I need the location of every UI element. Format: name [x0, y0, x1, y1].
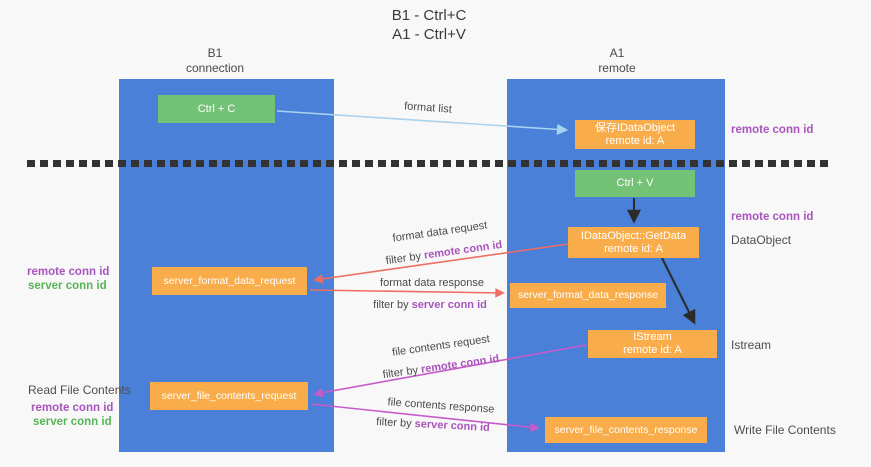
file-contents-response-text: file contents response [387, 396, 495, 416]
remote-conn-id-value: remote conn id [420, 352, 500, 376]
getdata-node: IDataObject::GetData remote id: A [568, 227, 699, 258]
left-remote-conn-id-annotation-2: remote conn id [31, 402, 114, 414]
write-file-contents-annotation: Write File Contents [734, 423, 836, 437]
ctrl-c-node: Ctrl + C [158, 95, 275, 123]
server-format-data-request-label: server_format_data_request [163, 274, 296, 287]
remote-conn-id-annotation-mid: remote conn id [731, 211, 814, 223]
read-file-contents-annotation: Read File Contents [28, 383, 131, 397]
save-dataobject-node: 保存IDataObject remote id: A [575, 120, 695, 149]
server-format-data-response-node: server_format_data_response [510, 283, 666, 308]
filter-by-prefix: filter by [375, 416, 415, 431]
right-lane-name: A1 [609, 46, 625, 60]
istream-node: IStream remote id: A [588, 330, 717, 358]
filter-by-server-conn-id-label-2: filter by server conn id [376, 416, 490, 434]
format-data-request-text: format data request [391, 219, 489, 245]
remote-conn-id-value: remote conn id [423, 238, 503, 262]
istream-line1: IStream [633, 331, 672, 343]
remote-conn-id-annotation-top: remote conn id [731, 124, 814, 136]
session-separator-dashed-line [27, 160, 830, 167]
save-dataobject-line1: 保存IDataObject [594, 121, 676, 134]
ctrl-v-label: Ctrl + V [616, 177, 654, 189]
server-file-contents-response-node: server_file_contents_response [545, 417, 707, 443]
left-server-conn-id-annotation-2: server conn id [33, 416, 112, 428]
format-data-response-text: format data response [380, 277, 484, 289]
filter-by-prefix: filter by [373, 299, 412, 311]
server-format-data-request-node: server_format_data_request [152, 267, 307, 295]
server-file-contents-request-label: server_file_contents_request [161, 389, 297, 402]
filter-by-server-conn-id-label-1: filter by server conn id [373, 299, 487, 311]
format-list-edge-label: format list [404, 100, 452, 115]
right-lane-header: A1 remote [557, 46, 677, 76]
server-file-contents-response-label: server_file_contents_response [554, 423, 698, 436]
server-conn-id-value: server conn id [414, 418, 491, 434]
ctrl-c-label: Ctrl + C [197, 102, 236, 115]
left-lane-name: B1 [207, 46, 223, 60]
right-lane-role: remote [598, 61, 636, 75]
istream-line2: remote id: A [623, 344, 682, 356]
title-line-2: A1 - Ctrl+V [392, 26, 466, 43]
ctrl-v-node: Ctrl + V [575, 170, 695, 197]
filter-by-prefix: filter by [382, 363, 422, 382]
dataobject-annotation: DataObject [731, 233, 792, 247]
getdata-line2: remote id: A [604, 242, 663, 255]
filter-by-prefix: filter by [385, 249, 425, 268]
left-remote-conn-id-annotation-1: remote conn id [27, 266, 110, 278]
title-line-1: B1 - Ctrl+C [391, 7, 467, 24]
save-dataobject-line2: remote id: A [605, 134, 665, 147]
server-conn-id-value: server conn id [411, 299, 487, 311]
format-data-request-edge-label: format data request [392, 219, 488, 244]
format-data-response-edge-label: format data response [380, 277, 484, 289]
istream-annotation: Istream [731, 338, 772, 352]
left-lane-header: B1 connection [155, 46, 275, 76]
format-data-response-arrow [309, 288, 505, 298]
server-file-contents-request-node: server_file_contents_request [150, 382, 308, 410]
diagram-title: B1 - Ctrl+C A1 - Ctrl+V [329, 6, 529, 44]
file-contents-response-edge-label: file contents response [387, 396, 495, 415]
left-lane-role: connection [185, 61, 245, 75]
getdata-line1: IDataObject::GetData [580, 229, 687, 242]
format-list-text: format list [403, 100, 453, 116]
left-server-conn-id-annotation-1: server conn id [28, 280, 107, 292]
server-format-data-response-label: server_format_data_response [517, 289, 659, 301]
